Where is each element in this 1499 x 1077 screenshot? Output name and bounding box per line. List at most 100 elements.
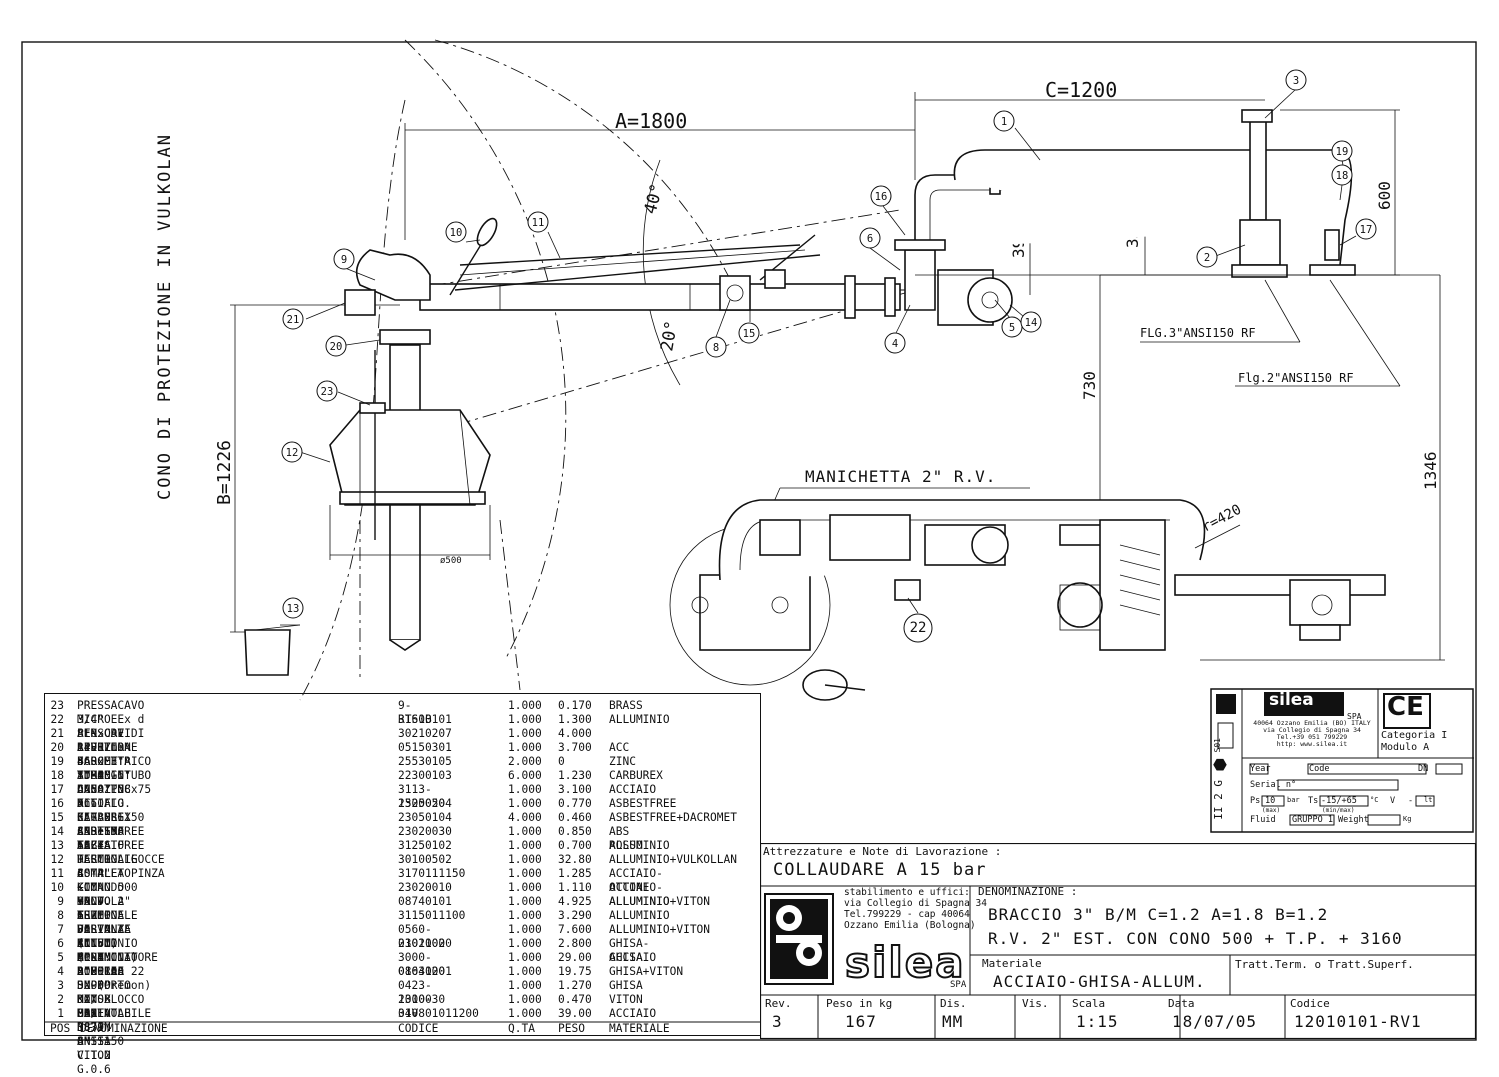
radius-420-label: r=420 [1199,502,1244,536]
title-block-grid [760,843,1476,1039]
addr-line-4: Ozzano Emilia (Bologna) [844,920,976,931]
parked-view: MANICHETTA 2" R.V. r=420 [669,467,1386,701]
bom-cell-code: 23050204 [398,797,452,810]
bom-cell-qty: 2.000 [508,755,542,768]
bom-cell-qty: 1.000 [508,867,542,880]
dim-500-label: ø500 [440,556,462,566]
bom-header-peso: PESO [558,1022,585,1035]
bom-header-qty: Q.TA [508,1022,535,1035]
bom-header-mat: MATERIALE [609,1022,670,1035]
callout-number: 22 [910,620,927,636]
bom-cell-code: 08740101 [398,895,452,908]
bom-cell-desc: SNODO TERMINALE 3" IN ALLUMINIO [77,895,138,950]
bom-cell-peso: 29.00 [558,951,592,964]
atex-v-unit: lt [1424,796,1433,804]
bom-cell-peso: 3.100 [558,783,592,796]
bom-cell-qty: 1.000 [508,741,542,754]
bom-cell-qty: 1.000 [508,1007,542,1020]
bom-cell-qty: 1.000 [508,909,542,922]
addr-line-1: stabilimento e uffici: [844,887,970,898]
atex-ps-label: Ps [1250,796,1261,806]
denom-line2: R.V. 2" EST. CON CONO 500 + T.P. + 3160 [988,929,1403,948]
company-logo [764,893,834,985]
callout-17: 17 [1355,218,1377,240]
bom-cell-qty: 1.000 [508,713,542,726]
addr-line-2: via Collegio di Spagna 34 [844,898,987,909]
drawing-border [21,41,1477,1041]
dimension-600: 600 [1280,109,1400,275]
bom-cell-mat: ALLUMINIO [609,909,670,922]
bom-cell-pos: 21 [50,727,64,740]
bom-cell-desc: SEZIONE PORTANTE IN ALLUMINIO 3"x1100 [77,909,138,978]
callout-5: 5 [1001,316,1023,338]
atex-category: Categoria I [1381,730,1448,741]
bom-header-pos: POS [50,1022,71,1035]
data-value: 18/07/05 [1172,1012,1258,1031]
bom-cell-mat: ALLUMINIO+VITON [609,895,711,908]
bom-cell-desc: KIT MONT. N879 3" VITON [77,993,111,1062]
bom-cell-pos: 23 [50,699,64,712]
callout-4: 4 [884,332,906,354]
bom-cell-pos: 1 [57,1007,64,1020]
bom-cell-pos: 10 [50,881,64,894]
callout-3: 3 [1285,69,1307,91]
bom-cell-code: 23020010 [398,881,452,894]
tratt-label: Tratt.Term. o Tratt.Superf. [1235,958,1414,971]
callout-circle [1331,164,1353,186]
bom-cell-pos: 15 [50,811,64,824]
bom-cell-mat: VITON [609,993,643,1006]
bom-cell-peso: 1.110 [558,881,592,894]
callout-circle [281,441,303,463]
dim-1346-label: 1346 [1421,451,1440,490]
bom-cell-peso: 1.300 [558,713,592,726]
callout-circle [738,322,760,344]
callout-1: 1 [993,110,1015,132]
bom-cell-desc: TAZZA RACCOGLIGOCCE 3"-4" A PINZA [77,839,165,880]
bom-cell-peso: 32.80 [558,853,592,866]
peso-value: 167 [845,1012,877,1031]
bom-cell-peso: 1.270 [558,979,592,992]
callout-circle [282,308,304,330]
denom-label: DENOMINAZIONE : [978,885,1078,898]
callout-19: 19 [1331,140,1353,162]
bom-cell-pos: 22 [50,713,64,726]
bom-cell-peso: 0 [558,755,565,768]
dim-c-label: C=1200 [1045,78,1117,102]
dimension-730: 730 [1080,274,1440,505]
callout-circle [333,248,355,270]
bom-cell-desc: VALVOLA 3" STD (PREMONT) [77,923,138,964]
callout-18: 18 [1331,164,1353,186]
bom-cell-peso: 0.850 [558,825,592,838]
callout-number: 12 [286,447,299,459]
bom-cell-mat: ALLUMINIO [609,839,670,852]
atex-logo: silea [1269,690,1314,710]
atex-weight-label: Weight [1338,815,1369,825]
callout-circle [1355,218,1377,240]
callout-circle [1196,246,1218,268]
atex-addr-4: http: www.silea.it [1276,740,1348,748]
bom-cell-mat: ABS ROSSO [609,825,643,852]
bom-cell-code: 22300103 [398,769,452,782]
atex-ts-unit: °C [1370,796,1379,804]
bom-cell-code: 9-RTS1B [398,699,432,726]
callout-circle [884,332,906,354]
codice-label: Codice [1290,997,1330,1010]
atex-ex-marking: II 2 G [1212,780,1225,820]
bom-cell-code: 0560-0101100 [398,923,446,950]
bom-cell-mat: ALLUMINIO [609,713,670,726]
flg3-note: FLG.3"ANSI150 RF [1140,326,1256,340]
dis-value: MM [942,1012,964,1031]
atex-serial-label: Serial n° [1250,780,1297,790]
callout-circle [1020,311,1042,333]
callout-circle [859,227,881,249]
callout-number: 16 [875,191,888,203]
rev-label: Rev. [765,997,792,1010]
bom-cell-qty: 6.000 [508,769,542,782]
bom-cell-peso: 4.000 [558,727,592,740]
dimension-a: A=1800 [404,92,916,240]
bom-cell-desc: MICRO Atex DI APERTURA 560 3"-4"-6" [77,713,131,782]
callout-number: 17 [1360,224,1373,236]
bom-cell-pos: 12 [50,853,64,866]
callout-circle [705,336,727,358]
callout-number: 20 [330,341,343,353]
